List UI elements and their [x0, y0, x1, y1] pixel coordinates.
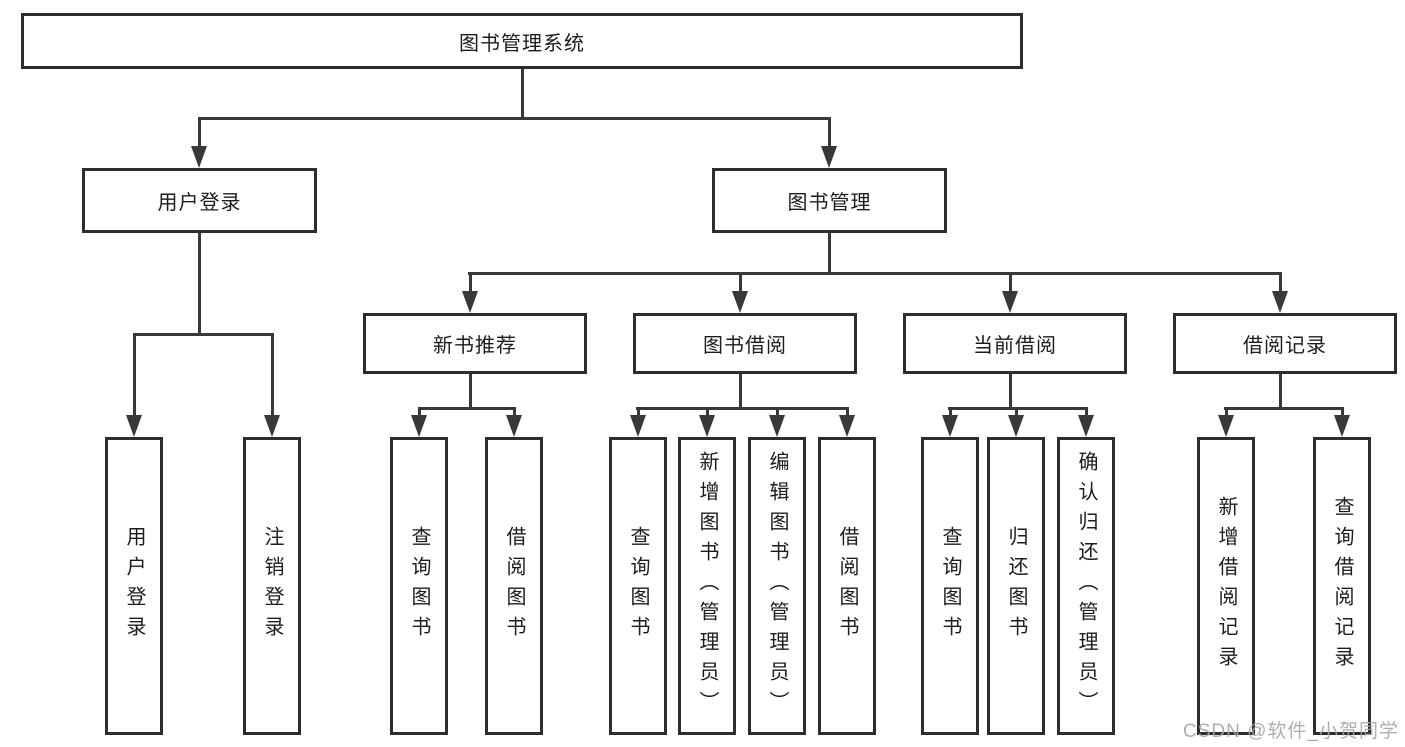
arrowhead-down-icon	[1002, 291, 1018, 313]
node-user-login: 用户登录	[82, 168, 317, 233]
connector-borrowing-trunk	[739, 374, 742, 410]
connector-records-trunk	[1279, 374, 1282, 410]
node-root: 图书管理系统	[21, 13, 1023, 69]
node-current-borrowing: 当前借阅	[903, 313, 1127, 374]
leaf-label: 注销登录	[261, 526, 283, 646]
node-book-borrowing: 图书借阅	[633, 313, 857, 374]
connector-book-mgmt-hbar	[468, 272, 1282, 275]
node-new-book-recommendation: 新书推荐	[363, 313, 587, 374]
connector-user-login-hbar	[133, 333, 274, 336]
watermark: CSDN @软件_小贺同学	[1183, 721, 1399, 742]
connector-stub	[469, 272, 472, 291]
arrowhead-down-icon	[1272, 291, 1288, 313]
connector-stub	[776, 407, 779, 415]
connector-stub	[706, 407, 709, 415]
leaf-query-books-recommend: 查询图书	[390, 437, 448, 735]
connector-stub	[198, 117, 201, 146]
leaf-query-books-current: 查询图书	[921, 437, 979, 735]
connector-stub	[271, 333, 274, 415]
leaf-label: 新增借阅记录	[1215, 496, 1237, 676]
leaf-label: 编辑图书（管理员）	[766, 451, 788, 721]
connector-stub	[1341, 407, 1344, 415]
leaf-label: 查询图书	[408, 526, 430, 646]
connector-user-login-trunk	[198, 233, 201, 336]
arrowhead-down-icon	[942, 415, 958, 437]
leaf-borrow-books: 借阅图书	[818, 437, 876, 735]
leaf-label: 借阅图书	[503, 526, 525, 646]
connector-book-mgmt-trunk	[828, 233, 831, 275]
leaf-confirm-return-admin: 确认归还（管理员）	[1057, 437, 1115, 735]
connector-stub	[1225, 407, 1228, 415]
arrowhead-down-icon	[1334, 415, 1350, 437]
connector-stub	[1009, 272, 1012, 291]
connector-stub	[418, 407, 421, 415]
connector-stub	[1085, 407, 1088, 415]
connector-current-trunk	[1009, 374, 1012, 410]
connector-stub	[133, 333, 136, 415]
node-book-management: 图书管理	[712, 168, 947, 233]
arrowhead-down-icon	[630, 415, 646, 437]
arrowhead-down-icon	[126, 415, 142, 437]
connector-stub	[637, 407, 640, 415]
arrowhead-down-icon	[769, 415, 785, 437]
leaf-label: 新增图书（管理员）	[696, 451, 718, 721]
arrowhead-down-icon	[506, 415, 522, 437]
connector-stub	[828, 117, 831, 146]
node-borrowing-records: 借阅记录	[1173, 313, 1397, 374]
connector-borrowing-hbar	[636, 407, 848, 410]
arrowhead-down-icon	[839, 415, 855, 437]
leaf-label: 查询图书	[939, 526, 961, 646]
arrowhead-down-icon	[699, 415, 715, 437]
connector-stub	[846, 407, 849, 415]
connector-recommend-hbar	[418, 407, 516, 410]
leaf-query-borrow-record: 查询借阅记录	[1313, 437, 1371, 735]
arrowhead-down-icon	[1218, 415, 1234, 437]
arrowhead-down-icon	[264, 415, 280, 437]
connector-root-trunk	[521, 69, 524, 120]
connector-root-hbar	[198, 117, 831, 120]
arrowhead-down-icon	[462, 291, 478, 313]
connector-stub	[513, 407, 516, 415]
leaf-query-books-borrowing: 查询图书	[609, 437, 667, 735]
arrowhead-down-icon	[191, 146, 207, 168]
arrowhead-down-icon	[821, 146, 837, 168]
connector-stub	[1015, 407, 1018, 415]
leaf-return-books: 归还图书	[987, 437, 1045, 735]
leaf-label: 确认归还（管理员）	[1075, 451, 1097, 721]
leaf-label: 查询图书	[627, 526, 649, 646]
leaf-add-borrow-record: 新增借阅记录	[1197, 437, 1255, 735]
arrowhead-down-icon	[732, 291, 748, 313]
connector-recommend-trunk	[469, 374, 472, 410]
connector-stub	[739, 272, 742, 291]
connector-stub	[1279, 272, 1282, 291]
leaf-label: 查询借阅记录	[1331, 496, 1353, 676]
arrowhead-down-icon	[1078, 415, 1094, 437]
leaf-add-books-admin: 新增图书（管理员）	[678, 437, 736, 735]
connector-records-hbar	[1224, 407, 1343, 410]
arrowhead-down-icon	[1008, 415, 1024, 437]
leaf-edit-books-admin: 编辑图书（管理员）	[748, 437, 806, 735]
leaf-logout: 注销登录	[243, 437, 301, 735]
leaf-user-login: 用户登录	[105, 437, 163, 735]
leaf-label: 用户登录	[123, 526, 145, 646]
arrowhead-down-icon	[411, 415, 427, 437]
leaf-label: 借阅图书	[836, 526, 858, 646]
connector-stub	[949, 407, 952, 415]
leaf-label: 归还图书	[1005, 526, 1027, 646]
leaf-borrow-books-recommend: 借阅图书	[485, 437, 543, 735]
